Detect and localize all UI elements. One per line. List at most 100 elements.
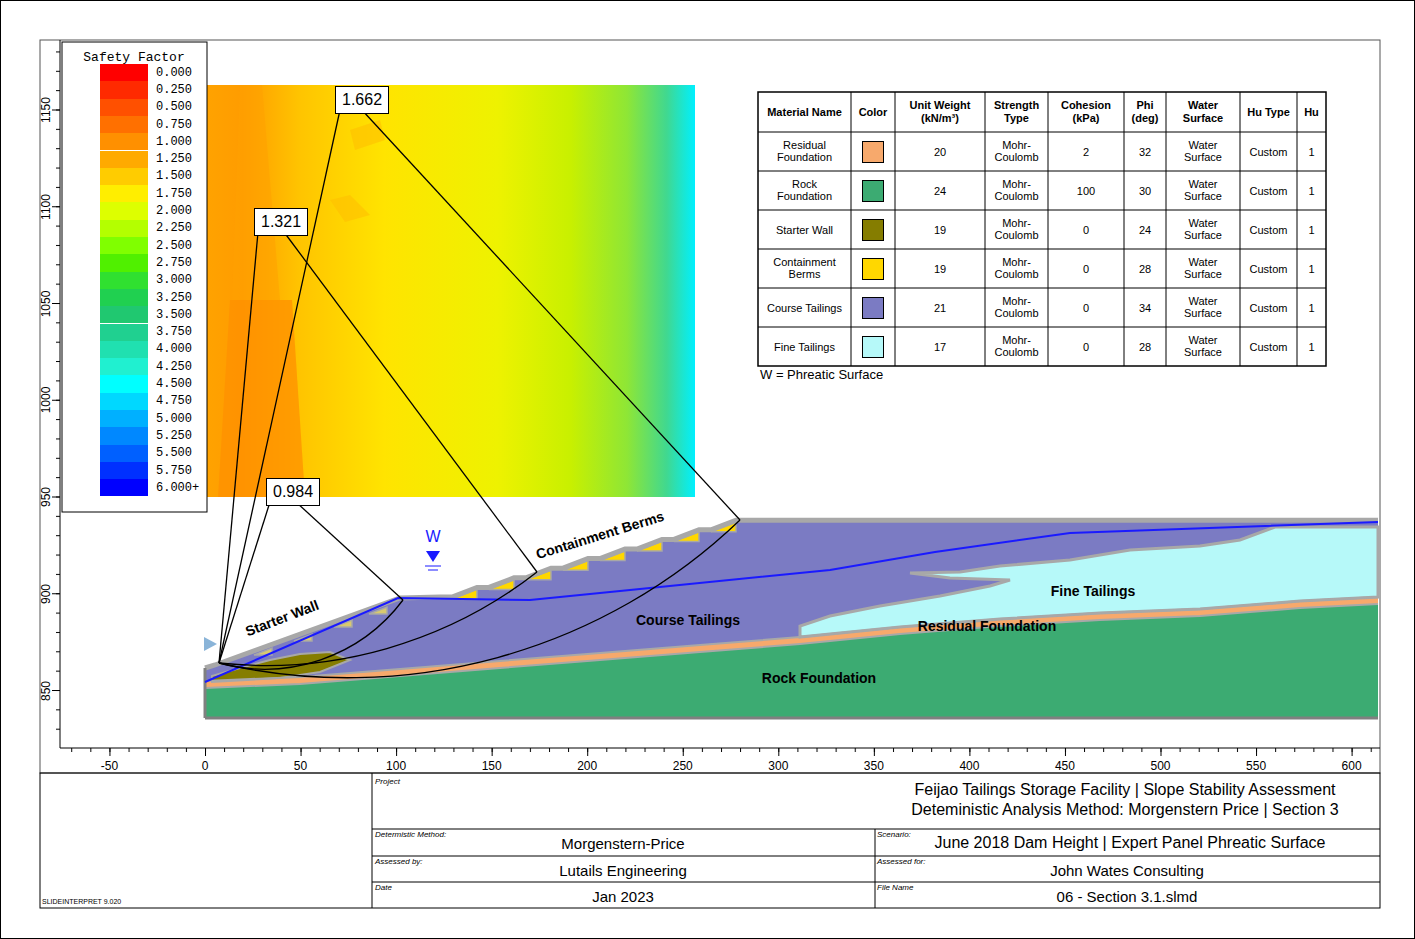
axis-label: 250 [673,759,693,773]
slip-radius [219,502,270,663]
table-cell: 1 [1300,340,1323,353]
callout-value: 1.662 [342,90,382,110]
material-name: Rock Foundation [765,178,845,203]
axis-label: 550 [1246,759,1266,773]
model-boundary [205,666,1378,718]
axis-label: 100 [386,759,406,773]
axis-label: 950 [39,487,53,507]
axis-label: 400 [959,759,979,773]
axis-label: 50 [294,759,307,773]
legend-swatch [100,168,148,185]
legend-value: 1.000 [156,135,192,149]
slip-radius [362,110,740,520]
region-label: Containment Berms [534,508,666,562]
water-symbol-label: W [425,528,440,546]
safety-factor-callout: 1.321 [254,208,308,236]
axis-label: 1000 [39,387,53,414]
field-caption: Date [375,883,392,892]
contour-patch [350,120,385,150]
table-cell: Mohr-Coulomb [988,295,1045,320]
region-label: Course Tailings [636,612,740,628]
table-cell: Water Surface [1169,256,1237,281]
table-grid [758,92,1326,366]
material-name: Starter Wall [765,223,845,236]
field-caption: Project [375,777,400,786]
table-header: Cohesion (kPa) [1051,99,1121,124]
material-name: Residual Foundation [765,139,845,164]
legend-swatch [862,141,884,163]
title-block [40,773,1380,908]
table-cell: 32 [1127,145,1163,158]
legend-value: 4.750 [156,394,192,408]
legend-swatch [100,358,148,375]
table-cell: Mohr-Coulomb [988,217,1045,242]
table-header: Material Name [761,106,848,119]
model-boundary [205,717,1378,720]
legend-swatch [100,116,148,133]
axis-label: 500 [1150,759,1170,773]
axis-label: -50 [101,759,118,773]
legend-swatch [862,297,884,319]
table-cell: 19 [898,262,982,275]
slip-radius [284,232,537,572]
legend-value: 1.500 [156,169,192,183]
legend-value: 5.000 [156,412,192,426]
legend-value: 6.000+ [156,481,199,495]
table-cell: 0 [1051,340,1121,353]
field-value: June 2018 Dam Height | Expert Panel Phre… [934,834,1325,852]
legend-value: 3.000 [156,273,192,287]
table-cell: Custom [1243,184,1294,197]
table-header: Water Surface [1169,99,1237,124]
legend-value: 5.500 [156,446,192,460]
table-cell: 100 [1051,184,1121,197]
safety-factor-callout: 0.984 [266,478,320,506]
table-header: Strength Type [988,99,1045,124]
field-caption: Assessed by: [375,857,423,866]
table-cell: 2 [1051,145,1121,158]
region-label: Rock Foundation [762,670,876,686]
slip-surface [219,572,537,665]
axis-label: 1100 [39,194,53,220]
table-cell: Water Surface [1169,217,1237,242]
axis-label: 850 [39,680,53,700]
legend-value: 3.750 [156,325,192,339]
axis-label: 600 [1342,759,1362,773]
field-value: Lutails Engineering [559,862,687,879]
table-cell: 28 [1127,340,1163,353]
legend-swatch [100,99,148,116]
contour-patch [330,195,370,222]
table-header: Phi (deg) [1127,99,1163,124]
legend-swatch [100,133,148,150]
safety-factor-callout: 1.662 [335,86,389,114]
phreatic-surface [205,522,1378,682]
legend-value: 4.000 [156,342,192,356]
material-name: Fine Tailings [765,340,845,353]
legend-value: 4.250 [156,360,192,374]
legend-swatch [100,151,148,168]
table-cell: Mohr-Coulomb [988,256,1045,281]
legend-swatch [100,462,148,479]
legend-swatch [100,254,148,271]
table-header: Hu Type [1243,106,1294,119]
table-header: Color [854,106,892,119]
legend-swatch [100,341,148,358]
table-cell: 1 [1300,145,1323,158]
slip-radius [219,110,340,663]
legend-value: 0.500 [156,100,192,114]
field-value: Jan 2023 [592,888,654,905]
axis-ticks [52,40,60,748]
drawing-subtitle: Deteministic Analysis Method: Morgenster… [911,801,1338,819]
table-cell: Custom [1243,223,1294,236]
safety-factor-map [130,85,695,497]
table-cell: Mohr-Coulomb [988,334,1045,359]
table-cell: 30 [1127,184,1163,197]
table-cell: 19 [898,223,982,236]
field-caption: File Name [877,883,913,892]
material-table [758,92,1326,366]
table-cell: Custom [1243,262,1294,275]
table-cell: 21 [898,301,982,314]
table-cell: 34 [1127,301,1163,314]
legend-swatch [100,64,148,81]
axis-label: 900 [39,584,53,604]
axis-label: 450 [1055,759,1075,773]
